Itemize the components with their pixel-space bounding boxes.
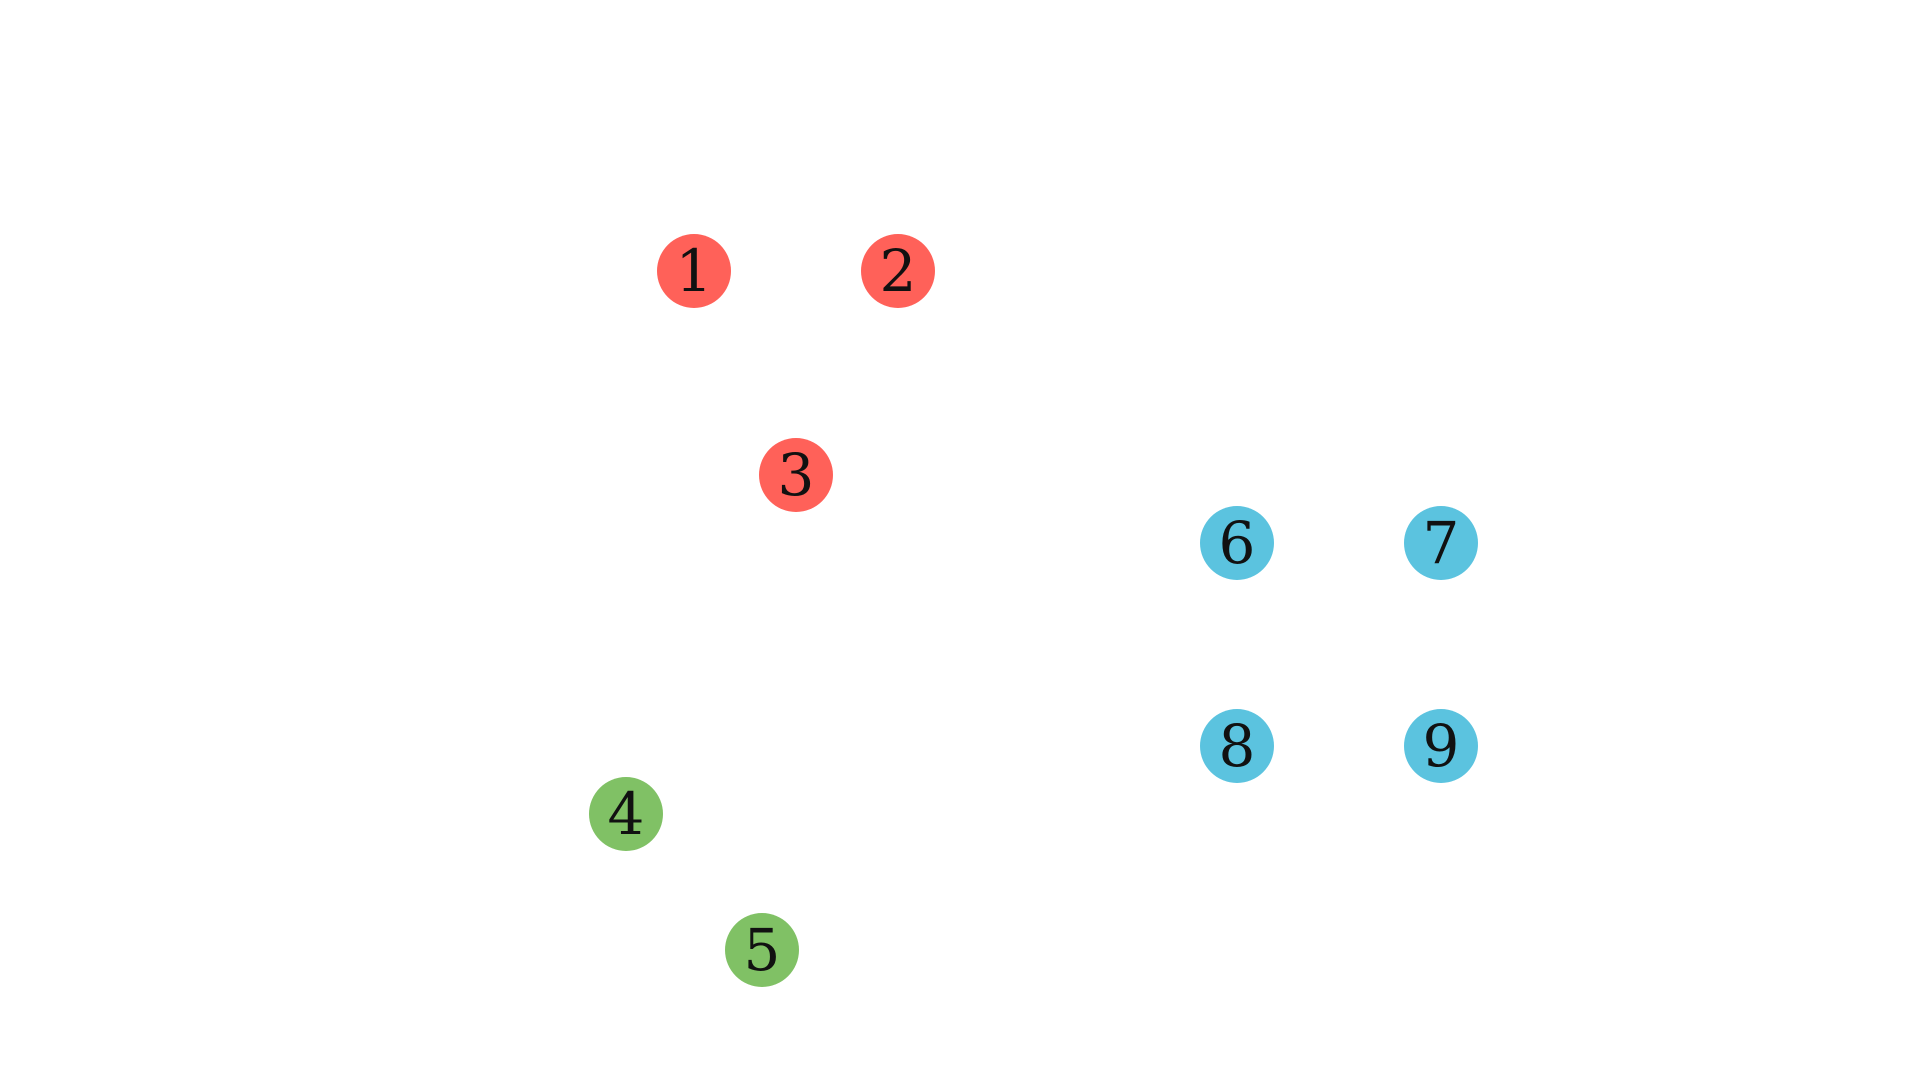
- node-4: 4: [589, 777, 663, 851]
- node-7: 7: [1404, 506, 1478, 580]
- node-8-circle: [1200, 709, 1274, 783]
- node-9-label: 9: [1423, 712, 1460, 780]
- node-8-label: 8: [1219, 712, 1256, 780]
- node-9: 9: [1404, 709, 1478, 783]
- node-2-label: 2: [880, 237, 917, 305]
- node-5-circle: [725, 913, 799, 987]
- node-6-circle: [1200, 506, 1274, 580]
- node-3: 3: [759, 438, 833, 512]
- node-9-circle: [1404, 709, 1478, 783]
- node-3-label: 3: [778, 441, 815, 509]
- node-1: 1: [657, 234, 731, 308]
- node-3-circle: [759, 438, 833, 512]
- node-5-label: 5: [744, 916, 781, 984]
- node-6-label: 6: [1219, 509, 1256, 577]
- node-7-label: 7: [1423, 509, 1460, 577]
- node-2-circle: [861, 234, 935, 308]
- node-7-circle: [1404, 506, 1478, 580]
- node-4-label: 4: [608, 780, 645, 848]
- node-2: 2: [861, 234, 935, 308]
- node-5: 5: [725, 913, 799, 987]
- node-4-circle: [589, 777, 663, 851]
- node-8: 8: [1200, 709, 1274, 783]
- node-6: 6: [1200, 506, 1274, 580]
- node-1-label: 1: [676, 237, 713, 305]
- node-1-circle: [657, 234, 731, 308]
